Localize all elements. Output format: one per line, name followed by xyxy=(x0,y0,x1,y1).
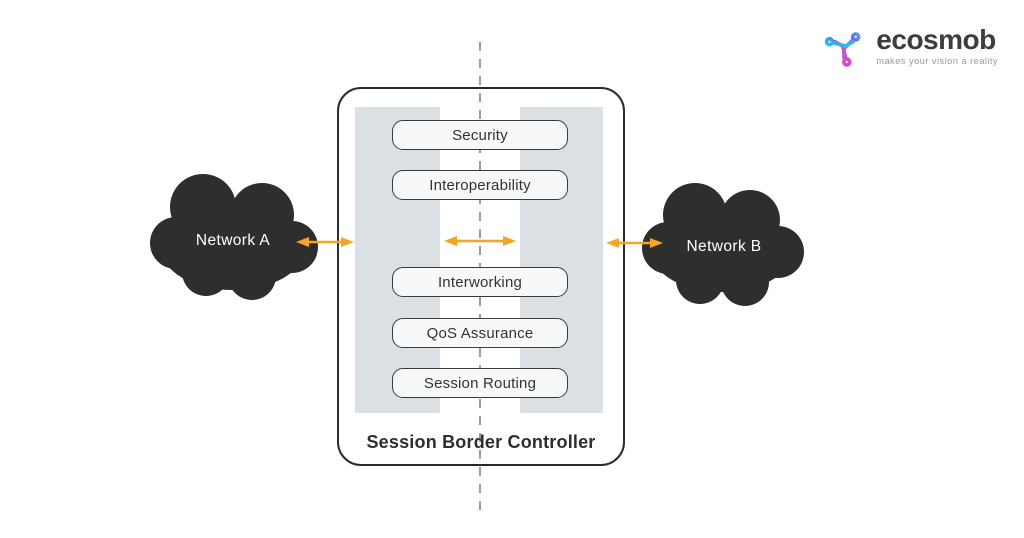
network-b-cloud-shape xyxy=(642,183,804,306)
ecosmob-brand-name: ecosmob xyxy=(876,24,996,55)
ecosmob-logo: ecosmob makes your vision a reality xyxy=(818,20,998,72)
sbc-title: Session Border Controller xyxy=(366,432,596,452)
ecosmob-tagline: makes your vision a reality xyxy=(876,56,998,66)
sbc-function-qos-assurance: QoS Assurance xyxy=(392,318,568,348)
arrow-network-a-sbc xyxy=(296,237,354,247)
network-b-label: Network B xyxy=(686,238,762,255)
ecosmob-logo-icon xyxy=(825,32,861,67)
ecosmob-logo-text: ecosmob makes your vision a reality xyxy=(876,24,998,67)
sbc-function-interoperability: Interoperability xyxy=(392,170,568,200)
sbc-function-interworking: Interworking xyxy=(392,267,568,297)
arrow-internal-sbc xyxy=(444,236,516,246)
arrow-sbc-network-b xyxy=(606,238,663,248)
network-a-label: Network A xyxy=(195,232,271,249)
sbc-function-security: Security xyxy=(392,120,568,150)
sbc-media-strip xyxy=(440,107,520,413)
network-a-cloud-shape xyxy=(150,174,318,300)
sbc-function-session-routing: Session Routing xyxy=(392,368,568,398)
